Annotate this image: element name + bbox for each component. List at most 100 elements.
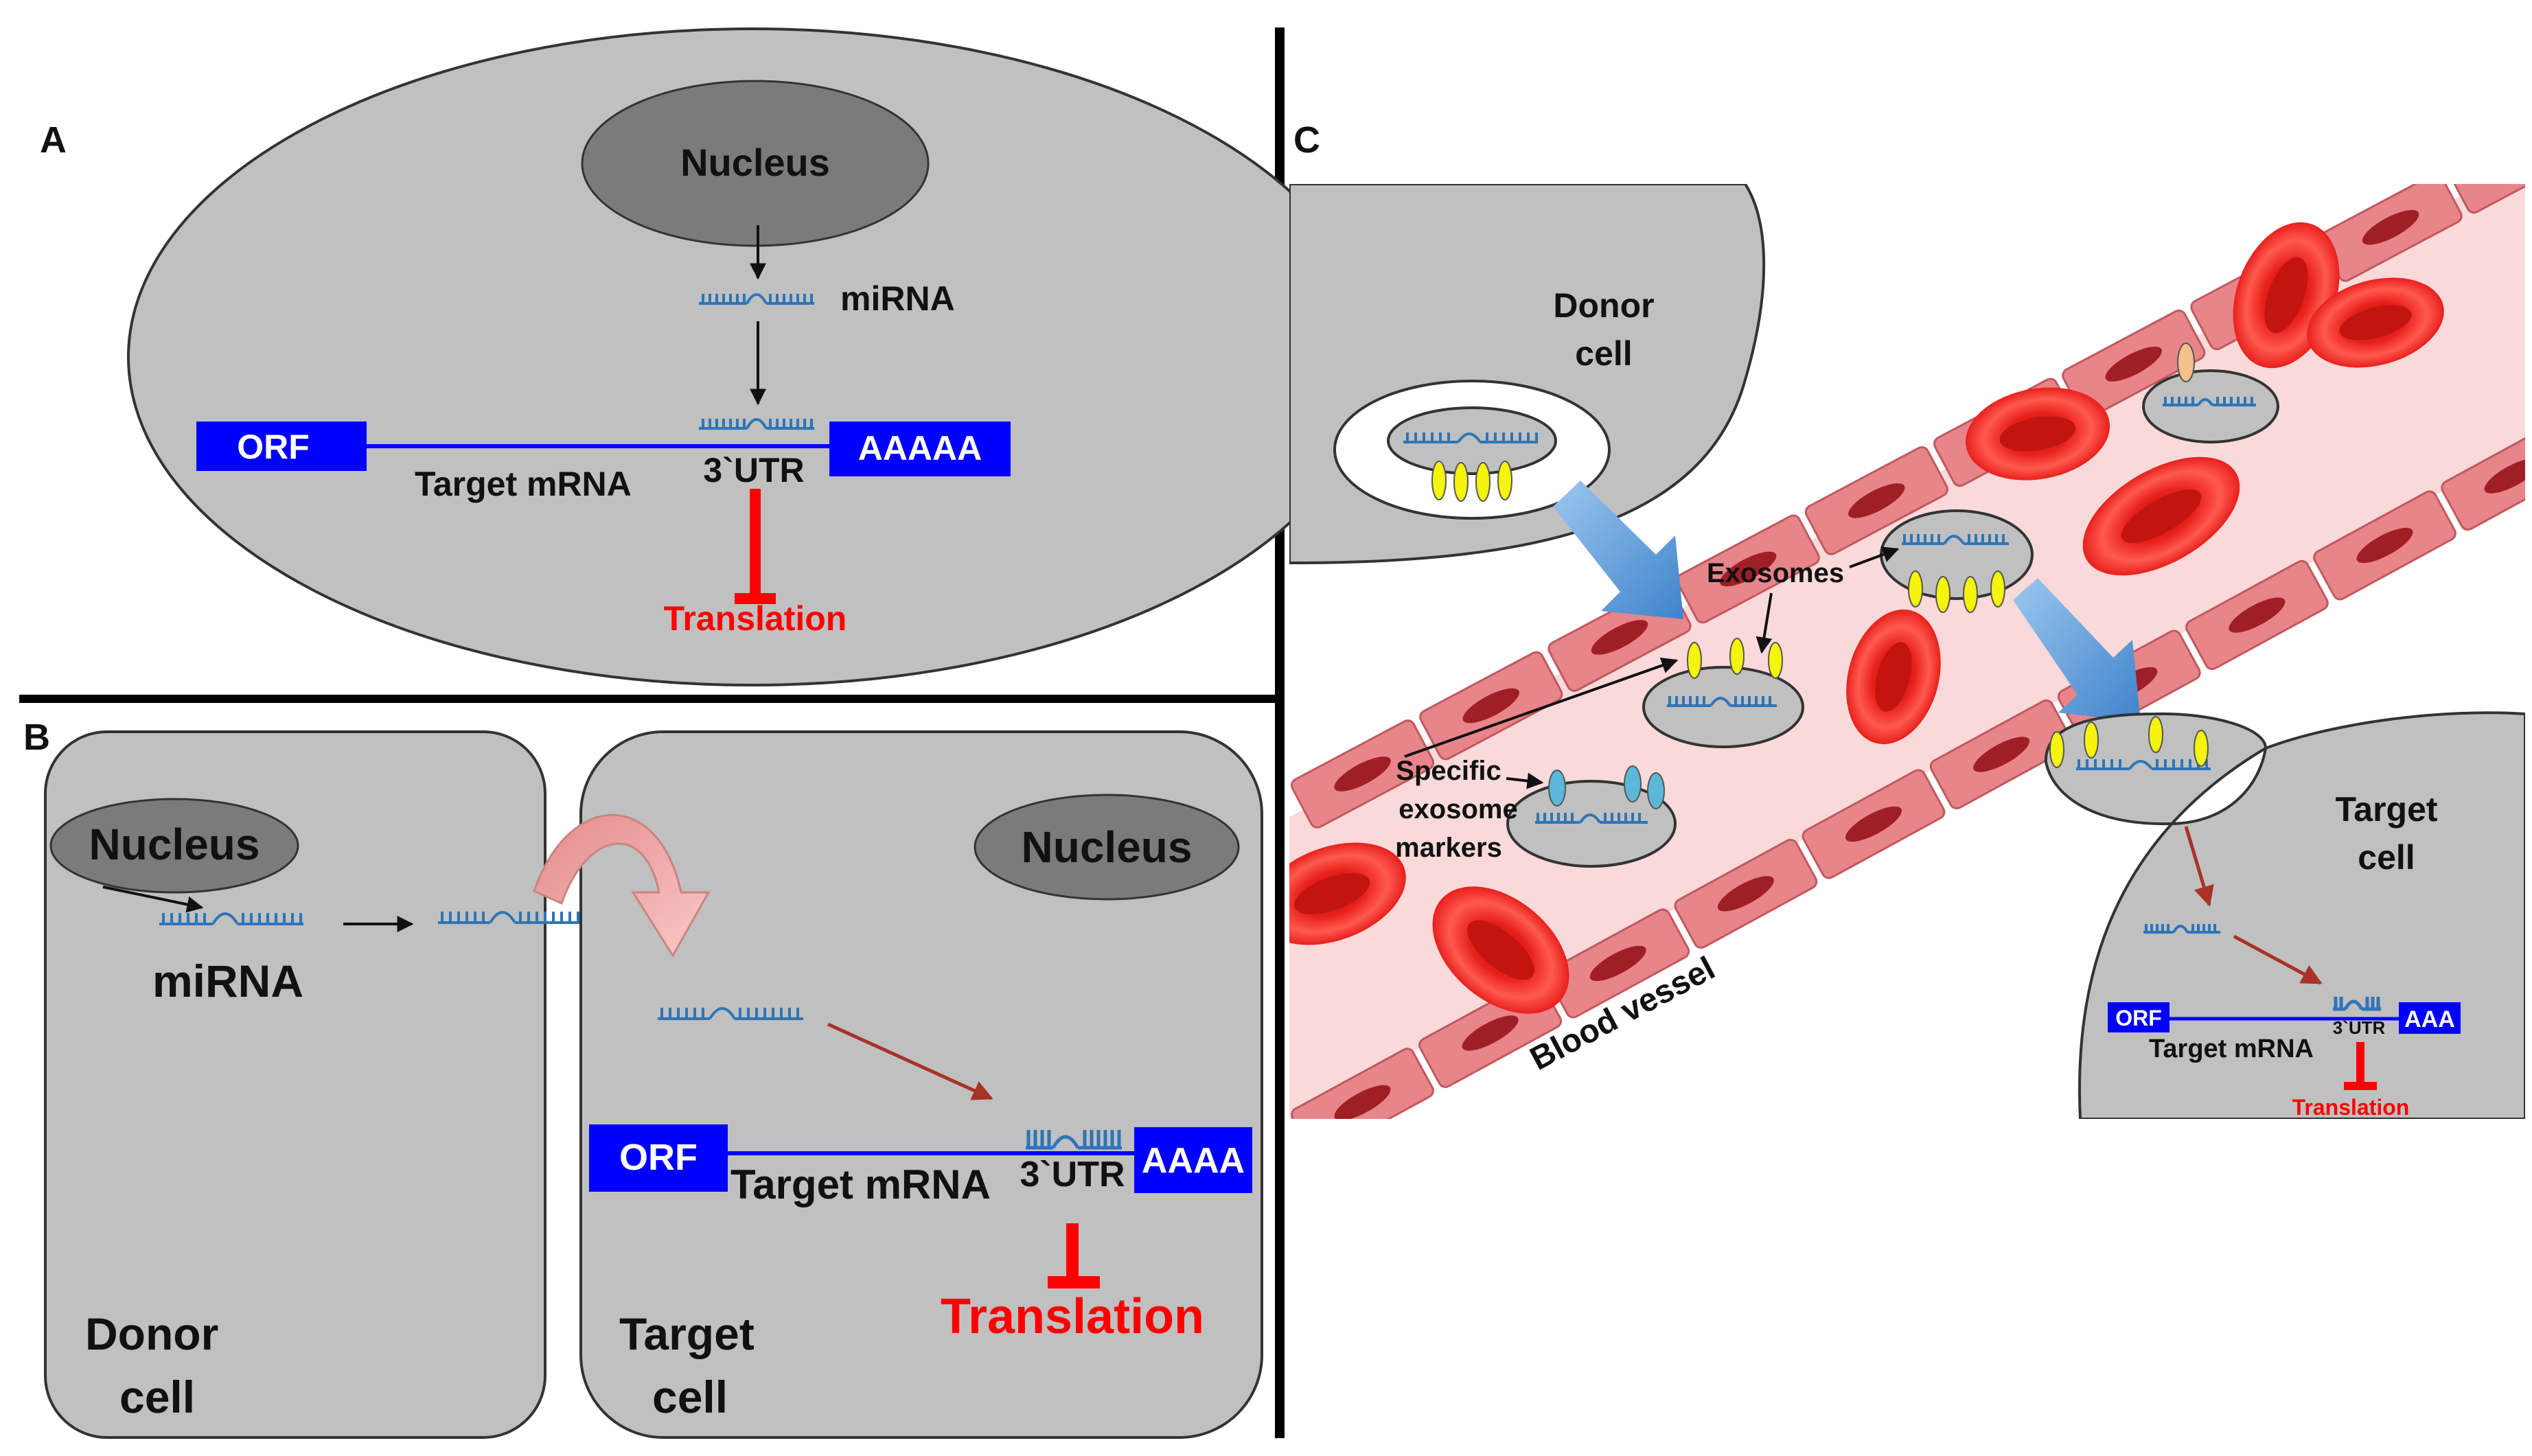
panel-b-orf-box [589,1124,728,1192]
exosome-marker-cyan [1548,770,1566,807]
panel-b-translation-label: Translation [941,1289,1204,1344]
exosome-marker-yellow [1729,638,1745,675]
panel-c-markers-label-2: exosome [1399,794,1517,824]
panel-b-arrow-nucleus-mirna [102,886,204,913]
panel-a-label: A [40,119,67,161]
red-blood-cell [1432,886,1569,1014]
panel-c-markers-label-3: markers [1395,833,1502,863]
panel-c-exosomes-label: Exosomes [1707,558,1844,588]
panel-c-orf-box [2108,1002,2170,1032]
panel-a-mirna-icon [699,293,814,305]
panel-a-nucleus [581,80,930,247]
panel-c-target-cell-label-2: cell [2358,838,2415,877]
panel-c: Donor cell [1289,184,2525,1120]
panel-a: A Nucleus miRNA ORF AAAAA 3`UTR Target m… [40,27,1377,686]
panel-b-utr-label: 3`UTR [1020,1155,1125,1194]
panel-c-exosome [2142,369,2279,443]
exosome-marker-yellow [2194,730,2209,767]
exosome-marker-yellow [2084,721,2099,759]
panel-c-target-mrna-label: Target mRNA [2149,1035,2314,1063]
panel-c-budding-exosome-mirna-icon [2076,759,2211,770]
red-blood-cell [1846,609,1941,745]
panel-a-orf-box [196,421,367,471]
panel-c-markers-pointer [1506,772,1544,789]
panel-b-transfer-arrow [533,813,711,958]
exosome-marker-cyan [1624,765,1642,802]
exosome-marker-yellow [1990,570,2005,608]
panel-a-nucleus-label: Nucleus [680,141,830,184]
panel-c-markers-pointer [1404,657,1679,758]
red-blood-cell [1289,842,1406,945]
panel-c-translation-label: Translation [2292,1095,2410,1120]
panel-c-arrow-mirna-utr [2233,934,2323,985]
exosome-marker-yellow [1768,642,1783,679]
panel-c-exosome-mirna-icon [2163,397,2256,406]
panel-b-donor-nucleus-label: Nucleus [89,820,260,869]
panel-a-polya-label: AAAAA [858,429,982,467]
panel-c-donor-cell-label-1: Donor [1553,286,1654,325]
exosome-marker-cyan [1647,772,1665,809]
panel-c-uptake-arrow [2013,578,2141,722]
exosome-marker-yellow [1935,576,1950,613]
panel-c-target-mirna-icon [2143,924,2220,934]
exosome-marker-yellow [1963,576,1978,613]
panel-b-target-cell-label-1: Target [619,1308,755,1359]
panel-c-orf-label: ORF [2115,1006,2162,1030]
panel-a-orf-label: ORF [237,428,310,466]
panel-c-label: C [1293,119,1320,161]
exosome-marker-yellow [1453,462,1469,502]
panel-c-intracellular-exosome [1387,406,1557,475]
panel-a-polya-box [829,421,1011,476]
panel-c-target-cell-label-1: Target [2335,790,2437,829]
panel-c-polya-box [2399,1002,2461,1034]
exosome-marker-yellow [1431,461,1447,500]
panel-b-mirna-label: miRNA [152,956,303,1006]
panel-b-donor-nucleus [49,798,299,894]
panel-c-exosome-mirna-icon [1667,696,1777,707]
panel-a-target-mrna-label: Target mRNA [415,465,632,503]
panel-a-bound-mirna-icon [699,418,814,430]
panel-a-mirna-label: miRNA [840,279,955,318]
panel-c-polya-label: AAA [2404,1006,2455,1032]
panel-c-arrow-bud-mirna [2184,826,2214,907]
panel-b-target-mirna-icon [658,1007,803,1020]
panel-c-bound-mirna-icon [2333,997,2381,1011]
red-blood-cell [2307,277,2444,368]
panel-b-orf-label: ORF [619,1137,698,1178]
panel-c-exosome-mirna-icon [1902,534,2009,545]
panel-c-exosomes-pointer [1756,592,1773,654]
exosome-marker-yellow [1687,642,1702,679]
panel-c-exosome [1506,780,1677,868]
exosome-marker-yellow [1497,461,1512,500]
panel-b-membrane-mirna-icon [438,911,579,924]
exosome-marker-yellow [2049,731,2064,768]
panel-c-exosome-mirna-icon [1403,432,1538,443]
panel-b-donor-cell [44,730,546,1439]
panel-b-bound-mirna-icon [1026,1130,1122,1150]
panel-a-utr-label: 3`UTR [703,451,804,489]
panel-c-utr-label: 3`UTR [2333,1017,2386,1038]
exosome-marker-yellow [1908,570,1923,608]
exosome-marker-yellow [2148,716,2163,753]
panel-b: B Nucleus Nucleus miRNA ORF AAAA [23,717,1263,1439]
panel-a-translation-label: Translation [664,599,847,638]
panel-c-exosome [1642,666,1804,748]
panel-b-target-nucleus [974,794,1240,901]
panel-b-target-nucleus-label: Nucleus [1022,822,1193,872]
panel-b-arrow-mirna-utr [827,1022,993,1100]
panel-c-exosome [1880,509,2034,600]
panel-b-donor-mirna-icon [159,912,303,925]
panel-b-donor-cell-label-1: Donor [85,1308,218,1359]
panel-c-donor-cell-label-2: cell [1575,334,1632,373]
panel-c-markers-label-1: Specific [1396,756,1501,786]
panel-b-polya-box [1134,1127,1252,1193]
panel-c-release-arrow [1553,481,1683,619]
panel-c-exosome-mirna-icon [1535,813,1648,824]
panel-b-donor-cell-label-2: cell [119,1372,195,1422]
red-blood-cell [2082,457,2240,576]
panel-c-exosomes-pointer [1849,546,1900,568]
panel-b-target-cell-label-2: cell [652,1372,728,1422]
panel-b-target-mrna-label: Target mRNA [730,1162,991,1207]
exosome-marker-orange [2177,343,2195,382]
